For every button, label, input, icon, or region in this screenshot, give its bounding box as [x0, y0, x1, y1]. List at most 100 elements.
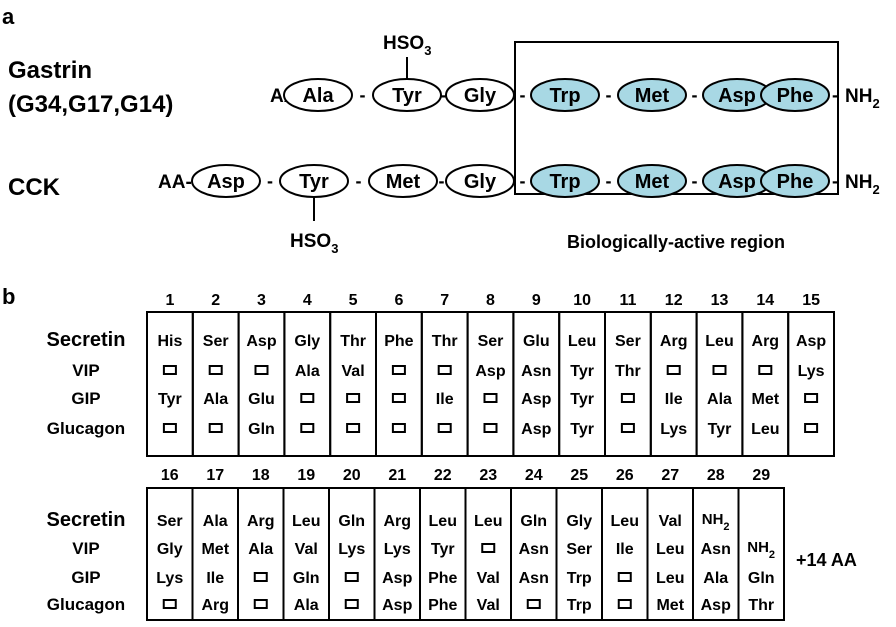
identical-residue-icon [758, 365, 773, 375]
residue-cell: Asn [521, 363, 551, 380]
position-number: 6 [394, 292, 403, 309]
residue-cell: Ala [294, 597, 319, 614]
residue-label: Phe [777, 171, 814, 193]
residue-cell: Leu [705, 333, 733, 350]
active-region-box [514, 41, 839, 195]
residue-ellipse [445, 164, 515, 198]
position-number: 22 [434, 467, 452, 484]
residue-ellipse [617, 78, 687, 112]
cck-name: CCK [8, 174, 61, 201]
residue-label: Asp [718, 85, 756, 107]
identical-residue-icon [666, 365, 681, 375]
residue-cell: Leu [751, 421, 779, 438]
residue-cell: Met [656, 597, 684, 614]
residue-cell: Ser [615, 333, 641, 350]
identical-residue-icon [526, 599, 541, 609]
identical-residue-icon [437, 365, 452, 375]
residue-cell: Ile [665, 391, 683, 408]
position-column [787, 311, 836, 457]
residue-cell: Tyr [158, 391, 182, 408]
peptide-bond: - [606, 85, 612, 105]
residue-cell: Phe [428, 597, 457, 614]
residue-cell: His [157, 333, 182, 350]
residue-cell: Asp [475, 363, 505, 380]
residue-cell: Glu [523, 333, 550, 350]
extra-aa-label: +14 AA [796, 550, 857, 570]
alignment-block-1: SecretinVIPGIPGlucagon1HisTyr2SerAla3Asp… [47, 292, 836, 457]
identical-residue-icon [804, 423, 819, 433]
residue-cell: Ala [203, 391, 228, 408]
identical-residue-icon [391, 365, 406, 375]
residue-cell: Trp [567, 570, 592, 587]
peptide-bond: - [832, 171, 838, 191]
position-number: 10 [573, 292, 591, 309]
residue-cell: Gly [294, 333, 320, 350]
residue-cell: Glu [248, 391, 275, 408]
peptide-bond: - [692, 85, 698, 105]
amide-terminal: NH2 [702, 511, 730, 533]
residue-cell: Leu [656, 570, 684, 587]
residue-cell: Arg [660, 333, 688, 350]
position-number: 2 [211, 292, 220, 309]
residue-ellipse [530, 164, 600, 198]
identical-residue-icon [620, 423, 635, 433]
row-label-vip: VIP [72, 539, 99, 558]
row-label-secretin: Secretin [47, 329, 126, 351]
gastrin-name: Gastrin [8, 57, 92, 84]
residue-cell: Gly [157, 541, 183, 558]
peptide-bond: - [606, 171, 612, 191]
residue-cell: Phe [384, 333, 413, 350]
residue-cell: Lys [660, 421, 687, 438]
residue-cell: Gln [248, 421, 275, 438]
residue-label: Met [635, 85, 670, 107]
residue-ellipse [617, 164, 687, 198]
residue-cell: Gln [520, 513, 547, 530]
position-number: 15 [802, 292, 820, 309]
residue-cell: Lys [338, 541, 365, 558]
residue-cell: Ala [248, 541, 273, 558]
identical-residue-icon [617, 572, 632, 582]
residue-cell: Tyr [431, 541, 455, 558]
residue-cell: Arg [201, 597, 229, 614]
position-number: 3 [257, 292, 266, 309]
residue-ellipse [530, 78, 600, 112]
residue-cell: Phe [428, 570, 457, 587]
identical-residue-icon [437, 423, 452, 433]
residue-cell: Val [477, 597, 500, 614]
panel-a-label: a [2, 4, 15, 29]
residue-label: Asp [207, 171, 245, 193]
cck-chain-prefix: AA- [158, 172, 192, 193]
residue-cell: Gln [338, 513, 365, 530]
peptide-bond: - [360, 85, 366, 105]
residue-cell: Leu [568, 333, 596, 350]
identical-residue-icon [481, 543, 496, 553]
residue-cell: Gln [293, 570, 320, 587]
peptide-bond: - [267, 171, 273, 191]
residue-cell: Lys [798, 363, 825, 380]
residue-cell: Asn [519, 570, 549, 587]
residue-cell: Val [342, 363, 365, 380]
residue-cell: Asp [382, 570, 412, 587]
position-number: 13 [711, 292, 729, 309]
residue-cell: Asp [246, 333, 276, 350]
position-number: 17 [206, 467, 224, 484]
position-number: 1 [165, 292, 174, 309]
residue-cell: Val [659, 513, 682, 530]
residue-cell: Ile [436, 391, 454, 408]
position-number: 20 [343, 467, 361, 484]
residue-cell: Lys [384, 541, 411, 558]
position-number: 4 [303, 292, 312, 309]
peptide-bond: - [832, 85, 838, 105]
identical-residue-icon [344, 599, 359, 609]
position-number: 19 [297, 467, 315, 484]
residue-cell: Ala [295, 363, 320, 380]
peptide-bond: - [439, 171, 445, 191]
residue-cell: Ala [707, 391, 732, 408]
row-label-gip: GIP [71, 389, 100, 408]
residue-cell: Asp [701, 597, 731, 614]
residue-cell: Ser [157, 513, 183, 530]
residue-cell: Thr [432, 333, 458, 350]
position-number: 18 [252, 467, 270, 484]
residue-cell: Leu [429, 513, 457, 530]
